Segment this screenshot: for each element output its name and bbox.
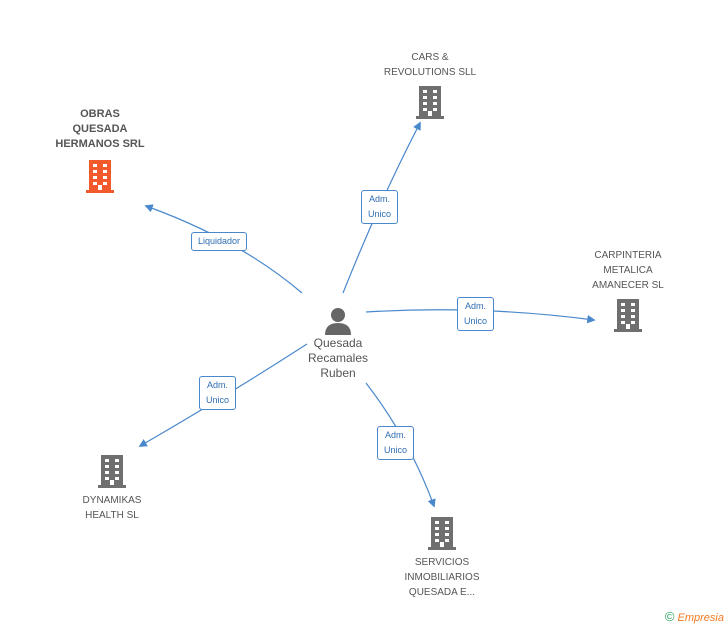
person-name: Quesada Recamales Ruben: [307, 336, 369, 380]
building-icon: [98, 455, 126, 488]
company-name: SERVICIOS INMOBILIARIOS QUESADA E...: [404, 557, 480, 598]
building-icon: [86, 160, 114, 193]
company-node-dynamikas[interactable]: DYNAMIKAS HEALTH SL: [52, 453, 172, 523]
relation-label-cars: Adm. Unico: [361, 190, 399, 224]
company-node-carpinteria[interactable]: CARPINTERIA METALICA AMANECER SL: [568, 248, 688, 333]
company-name: OBRAS QUESADA HERMANOS SRL: [55, 108, 145, 150]
person-node[interactable]: Quesada Recamales Ruben: [290, 306, 386, 381]
building-icon: [614, 299, 642, 332]
company-name: CARPINTERIA METALICA AMANECER SL: [592, 250, 664, 291]
footer-brand[interactable]: © Empresia: [665, 609, 724, 624]
company-node-obras[interactable]: OBRAS QUESADA HERMANOS SRL: [40, 107, 160, 194]
company-name: CARS & REVOLUTIONS SLL: [383, 52, 477, 78]
relation-label-dynamikas: Adm. Unico: [199, 376, 237, 410]
building-icon: [416, 86, 444, 119]
copyright-icon: ©: [664, 609, 675, 624]
relation-label-carpinteria: Adm. Unico: [457, 297, 495, 331]
company-node-cars[interactable]: CARS & REVOLUTIONS SLL: [370, 50, 490, 120]
company-name: DYNAMIKAS HEALTH SL: [82, 495, 142, 521]
relation-label-servicios: Adm. Unico: [377, 426, 415, 460]
relation-label-obras: Liquidador: [191, 232, 248, 251]
company-node-servicios[interactable]: SERVICIOS INMOBILIARIOS QUESADA E...: [382, 515, 502, 600]
person-icon: [325, 308, 351, 335]
building-icon: [428, 517, 456, 550]
brand-name: Empresia: [677, 612, 724, 624]
